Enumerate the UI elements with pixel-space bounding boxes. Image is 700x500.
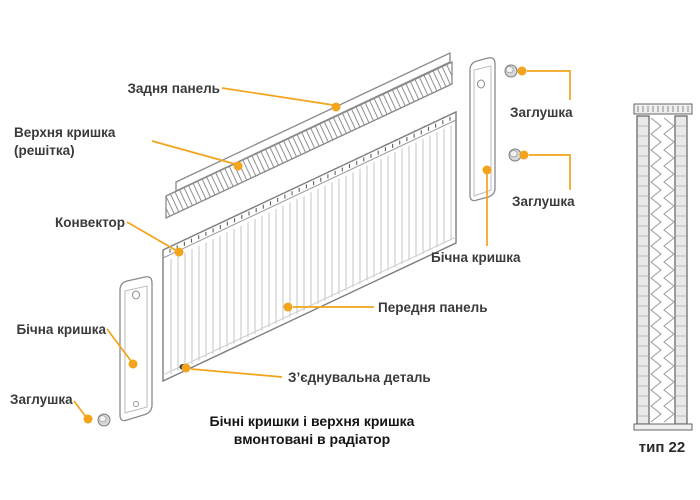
plug-part-bottom-left — [97, 413, 111, 427]
plug-mid-right-label: Заглушка — [512, 194, 575, 209]
side-cover-left-hole — [132, 290, 140, 300]
side-cover-right-hole — [477, 79, 485, 89]
plug-part-top-right — [504, 64, 518, 78]
leader-dot — [181, 363, 191, 373]
convector-label: Конвектор — [55, 215, 125, 230]
leader-dot — [128, 359, 138, 369]
top-cover-label-line2: (решітка) — [14, 142, 75, 158]
caption-line2: вмонтовані в радіатор — [233, 431, 391, 448]
leader-dot — [519, 150, 529, 160]
top-cover-label: Верхня кришка (решітка) — [14, 124, 156, 159]
type-badge: тип 22 — [638, 439, 686, 456]
top-cover-label-line1: Верхня кришка — [14, 125, 116, 140]
caption: Бічні кришки і верхня кришка вмонтовані … — [186, 412, 438, 448]
side-cover-right-part — [469, 57, 496, 202]
connector-part-label: З’єднувальна деталь — [288, 370, 431, 385]
leader-dot — [174, 247, 184, 257]
front-panel-part — [162, 110, 457, 383]
side-cover-left-part — [119, 276, 153, 422]
front-panel-label: Передня панель — [378, 300, 488, 315]
leader-dot — [517, 66, 527, 76]
top-grille-part — [165, 60, 453, 220]
plug-part-mid-right — [508, 148, 522, 162]
leader-dot — [482, 165, 492, 175]
back-panel-part — [175, 51, 451, 193]
leader-lines — [73, 70, 571, 418]
back-panel-label: Задня панель — [127, 81, 220, 96]
leader-dot — [331, 102, 341, 112]
side-cover-left-hole-bottom — [133, 401, 139, 407]
plug-bottom-left-label: Заглушка — [10, 392, 73, 407]
cross-section-drawing — [633, 103, 693, 431]
leader-dot — [233, 161, 243, 171]
leader-dots — [83, 66, 529, 424]
leader-dot — [83, 414, 93, 424]
leader-dot — [283, 302, 293, 312]
caption-line1: Бічні кришки і верхня кришка — [209, 413, 415, 429]
plug-top-right-label: Заглушка — [510, 105, 573, 120]
side-cover-left-label: Бічна кришка — [16, 322, 106, 337]
side-cover-right-label: Бічна кришка — [431, 250, 521, 265]
